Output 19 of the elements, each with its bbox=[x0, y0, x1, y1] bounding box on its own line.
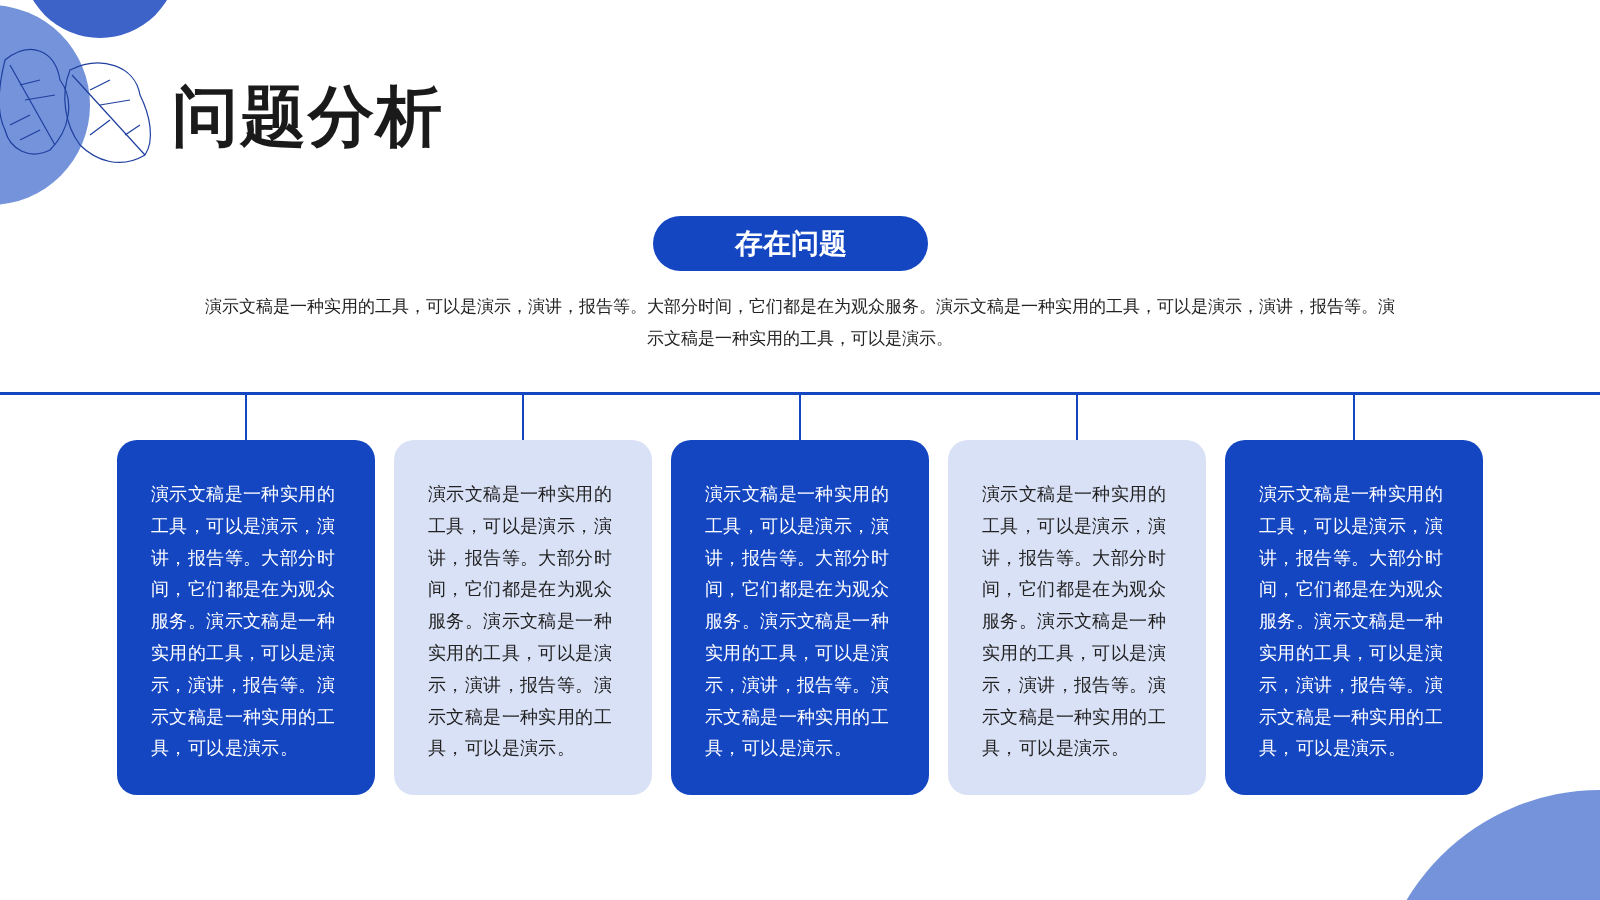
card-text: 演示文稿是一种实用的工具，可以是演示，演讲，报告等。大部分时间，它们都是在为观众服务。演示文稿是一种实用的工具，可以是演示，演讲，报告等。演示文稿是一种实用的工具，可以是演示。 bbox=[428, 482, 613, 761]
connector-line bbox=[1076, 394, 1078, 441]
heading-pill: 存在问题 bbox=[653, 216, 928, 271]
card-text: 演示文稿是一种实用的工具，可以是演示，演讲，报告等。大部分时间，它们都是在为观众服务。演示文稿是一种实用的工具，可以是演示，演讲，报告等。演示文稿是一种实用的工具，可以是演示。 bbox=[705, 482, 890, 761]
text-card bbox=[117, 440, 375, 795]
connector-line bbox=[245, 394, 247, 441]
card-text: 演示文稿是一种实用的工具，可以是演示，演讲，报告等。大部分时间，它们都是在为观众服务。演示文稿是一种实用的工具，可以是演示，演讲，报告等。演示文稿是一种实用的工具，可以是演示。 bbox=[982, 482, 1167, 761]
page-title: 问题分析 bbox=[172, 77, 444, 157]
connector-line bbox=[1353, 394, 1355, 441]
text-card bbox=[671, 440, 929, 795]
card-text: 演示文稿是一种实用的工具，可以是演示，演讲，报告等。大部分时间，它们都是在为观众服务。演示文稿是一种实用的工具，可以是演示，演讲，报告等。演示文稿是一种实用的工具，可以是演示。 bbox=[1259, 482, 1444, 761]
connector-line bbox=[799, 394, 801, 441]
description-text: 演示文稿是一种实用的工具，可以是演示，演讲，报告等。大部分时间，它们都是在为观众服务。演示文稿是一种实用的工具，可以是演示，演讲，报告等。演示文稿是一种实用的工具，可以是演示。 bbox=[204, 295, 1396, 350]
text-card bbox=[394, 440, 652, 795]
timeline-bar bbox=[0, 392, 1600, 395]
connector-line bbox=[522, 394, 524, 441]
text-card bbox=[948, 440, 1206, 795]
text-card bbox=[1225, 440, 1483, 795]
card-text: 演示文稿是一种实用的工具，可以是演示，演讲，报告等。大部分时间，它们都是在为观众服务。演示文稿是一种实用的工具，可以是演示，演讲，报告等。演示文稿是一种实用的工具，可以是演示。 bbox=[151, 482, 336, 761]
